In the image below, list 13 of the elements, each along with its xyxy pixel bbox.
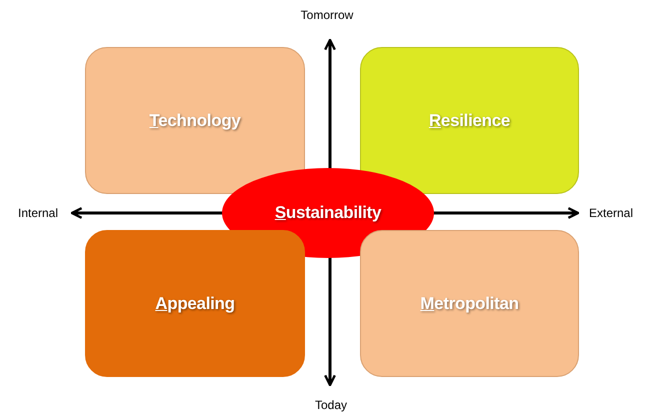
node-label: Resilience — [428, 110, 510, 130]
quadrant-box — [85, 47, 305, 194]
quadrant-box — [85, 230, 305, 377]
node-label: Metropolitan — [420, 294, 519, 314]
node-label: Appealing — [155, 294, 235, 314]
axis-label: Tomorrow — [300, 8, 354, 22]
node-label: Technology — [149, 110, 241, 130]
axis-label: Today — [314, 398, 348, 412]
quadrant-box — [360, 47, 579, 194]
axis-label: Internal — [18, 206, 58, 220]
node-label: Sustainability — [274, 203, 382, 223]
axis-label: External — [588, 206, 634, 220]
quadrant-box — [360, 230, 579, 377]
